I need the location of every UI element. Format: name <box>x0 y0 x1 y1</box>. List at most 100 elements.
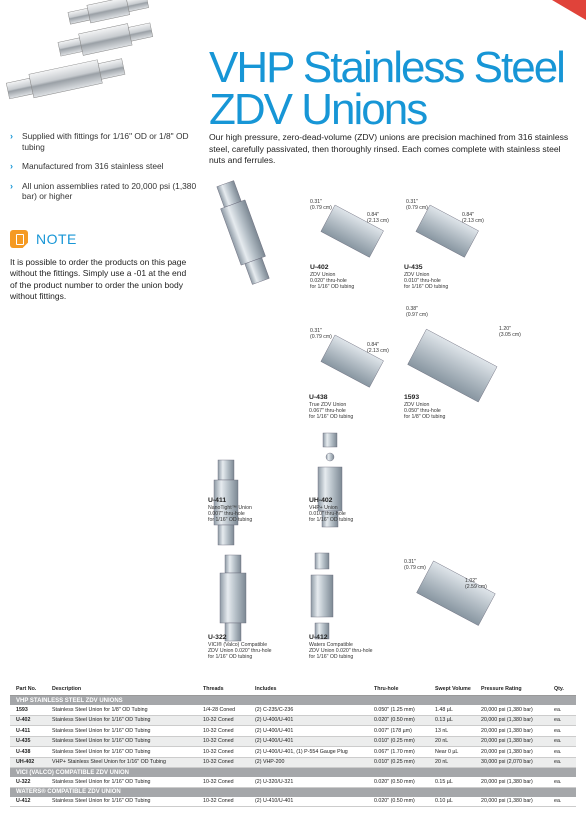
table-cell: U-438 <box>10 746 46 758</box>
table-cell: 0.15 µL <box>429 777 475 788</box>
dimension-label: 0.84"(2.13 cm) <box>367 342 389 354</box>
table-cell: 20 nL <box>429 736 475 747</box>
table-cell: 20,000 psi (1,380 bar) <box>475 736 548 747</box>
table-cell: 0.067" (1.70 mm) <box>368 746 429 758</box>
table-section-header: VHP STAINLESS STEEL ZDV UNIONS <box>10 695 576 705</box>
table-section-header: VICI (VALCO) COMPATIBLE ZDV UNION <box>10 767 576 777</box>
table-cell: UH-402 <box>10 757 46 768</box>
table-cell: (2) U-400/U-401 <box>249 715 368 726</box>
col-header: Part No. <box>10 683 46 696</box>
table-cell: (2) U-400/U-401 <box>249 725 368 737</box>
note-label: NOTE <box>36 231 77 247</box>
note-heading: NOTE <box>10 230 77 248</box>
table-cell: 10-32 Coned <box>197 757 249 768</box>
col-header: Qty. <box>548 683 576 696</box>
table-cell: 20,000 psi (1,380 bar) <box>475 725 548 737</box>
col-header: Swept Volume <box>429 683 475 696</box>
dimension-label: 0.84"(2.13 cm) <box>462 212 484 224</box>
product-table: Part No. Description Threads Includes Th… <box>10 683 576 807</box>
table-cell: 10-32 Coned <box>197 715 249 726</box>
corner-accent <box>552 0 586 20</box>
col-header: Pressure Rating <box>475 683 548 696</box>
section-title: VHP STAINLESS STEEL ZDV UNIONS <box>10 695 576 705</box>
table-cell: ea. <box>548 725 576 737</box>
product-drawings <box>213 180 498 642</box>
dimension-label: 0.31"(0.79 cm) <box>404 559 426 571</box>
table-cell: ea. <box>548 736 576 747</box>
table-section-header: WATERS® COMPATIBLE ZDV UNION <box>10 787 576 797</box>
table-cell: ea. <box>548 715 576 726</box>
dimension-label: 1.20"(3.05 cm) <box>499 326 521 338</box>
chevron-right-icon: › <box>10 161 13 171</box>
table-cell: ea. <box>548 777 576 788</box>
table-cell: 10-32 Coned <box>197 746 249 758</box>
table-header-row: Part No. Description Threads Includes Th… <box>10 683 576 696</box>
section-title: VICI (VALCO) COMPATIBLE ZDV UNION <box>10 767 576 777</box>
dimension-label: 0.38"(0.97 cm) <box>406 306 428 318</box>
table-cell: U-322 <box>10 777 46 788</box>
table-cell: (2) C-235/C-236 <box>249 705 368 716</box>
table-cell: 0.010" (0.25 mm) <box>368 757 429 768</box>
table-cell: (2) U-400/U-401, (1) P-554 Gauge Plug <box>249 746 368 758</box>
dimension-label: 0.31"(0.79 cm) <box>310 199 332 211</box>
note-text: It is possible to order the products on … <box>10 257 187 302</box>
chevron-right-icon: › <box>10 180 13 191</box>
list-item: ›Supplied with fittings for 1/16" OD or … <box>10 131 189 152</box>
section-title: WATERS® COMPATIBLE ZDV UNION <box>10 787 576 797</box>
table-cell: 10-32 Coned <box>197 725 249 737</box>
note-icon <box>10 230 28 248</box>
dimension-label: 0.84"(2.13 cm) <box>367 212 389 224</box>
table-cell: 0.13 µL <box>429 715 475 726</box>
table-cell: Stainless Steel Union for 1/16" OD Tubin… <box>46 796 197 807</box>
page-title-line1: VHP Stainless Steel <box>209 43 566 93</box>
table-cell: U-411 <box>10 725 46 737</box>
page-title: VHP Stainless Steel ZDV Unions <box>209 43 566 135</box>
table-cell: (2) U-410/U-401 <box>249 796 368 807</box>
table-cell: 13 nL <box>429 725 475 737</box>
union-assembly-drawing <box>216 180 270 285</box>
table-cell: 0.020" (0.50 mm) <box>368 796 429 807</box>
table-cell: (2) U-400/U-401 <box>249 736 368 747</box>
col-header: Threads <box>197 683 249 696</box>
table-cell: Stainless Steel Union for 1/16" OD Tubin… <box>46 746 197 758</box>
table-cell: 20,000 psi (1,380 bar) <box>475 796 548 807</box>
table-cell: Stainless Steel Union for 1/8" OD Tubing <box>46 705 197 716</box>
table-cell: Stainless Steel Union for 1/16" OD Tubin… <box>46 725 197 737</box>
table-cell: Stainless Steel Union for 1/16" OD Tubin… <box>46 777 197 788</box>
table-cell: 20,000 psi (1,380 bar) <box>475 705 548 716</box>
page-title-line2: ZDV Unions <box>209 85 428 135</box>
list-item: ›Manufactured from 316 stainless steel <box>10 161 164 171</box>
table-cell: 20 nL <box>429 757 475 768</box>
dimension-label: 0.31"(0.79 cm) <box>310 328 332 340</box>
table-cell: VHP+ Stainless Steel Union for 1/16" OD … <box>46 757 197 768</box>
table-cell: 20,000 psi (1,380 bar) <box>475 715 548 726</box>
table-cell: ea. <box>548 746 576 758</box>
table-cell: 30,000 psi (2,070 bar) <box>475 757 548 768</box>
table-cell: 0.020" (0.50 mm) <box>368 715 429 726</box>
table-cell: 0.050" (1.25 mm) <box>368 705 429 716</box>
table-cell: 0.020" (0.50 mm) <box>368 777 429 788</box>
table-cell: 1/4-28 Coned <box>197 705 249 716</box>
table-cell: 0.10 µL <box>429 796 475 807</box>
feature-list: ›Supplied with fittings for 1/16" OD or … <box>10 131 200 211</box>
dimension-label: 0.31"(0.79 cm) <box>406 199 428 211</box>
dimension-label: 1.02"(2.59 cm) <box>465 578 487 590</box>
table-cell: Near 0 µL <box>429 746 475 758</box>
table-cell: U-435 <box>10 736 46 747</box>
table-cell: 10-32 Coned <box>197 796 249 807</box>
hero-fittings-image <box>5 0 154 100</box>
